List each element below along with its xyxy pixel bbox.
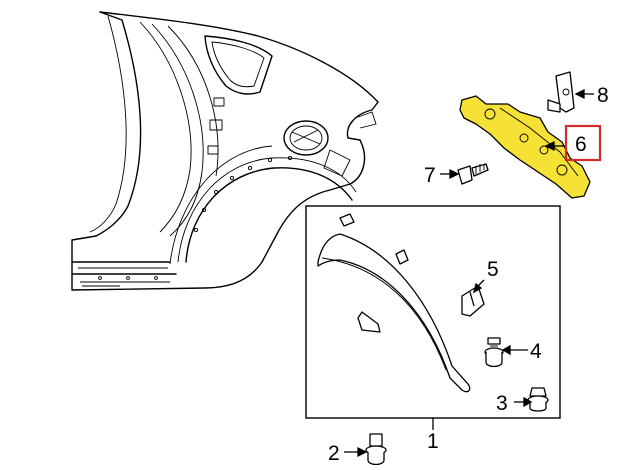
quarter-panel xyxy=(71,11,379,291)
callout-3: 3 xyxy=(496,392,508,415)
callout-6: 6 xyxy=(575,133,587,156)
part-3-clip xyxy=(527,387,549,412)
callout-7: 7 xyxy=(424,164,436,187)
callout-1: 1 xyxy=(427,430,439,453)
callout-6-highlight-box xyxy=(564,124,602,162)
callout-5: 5 xyxy=(487,258,499,281)
part-6-reinforcement xyxy=(459,95,591,199)
wheel-molding-part xyxy=(317,213,471,393)
leader-lines xyxy=(344,88,594,458)
callout-8: 8 xyxy=(597,84,609,107)
part-5-bracket xyxy=(461,285,485,317)
part-8-bracket xyxy=(547,71,575,113)
part-4-clip xyxy=(484,337,504,368)
callout-2: 2 xyxy=(328,442,340,465)
part-2-clip xyxy=(365,433,387,466)
part-7-screw xyxy=(457,163,489,185)
callout-4: 4 xyxy=(530,340,542,363)
